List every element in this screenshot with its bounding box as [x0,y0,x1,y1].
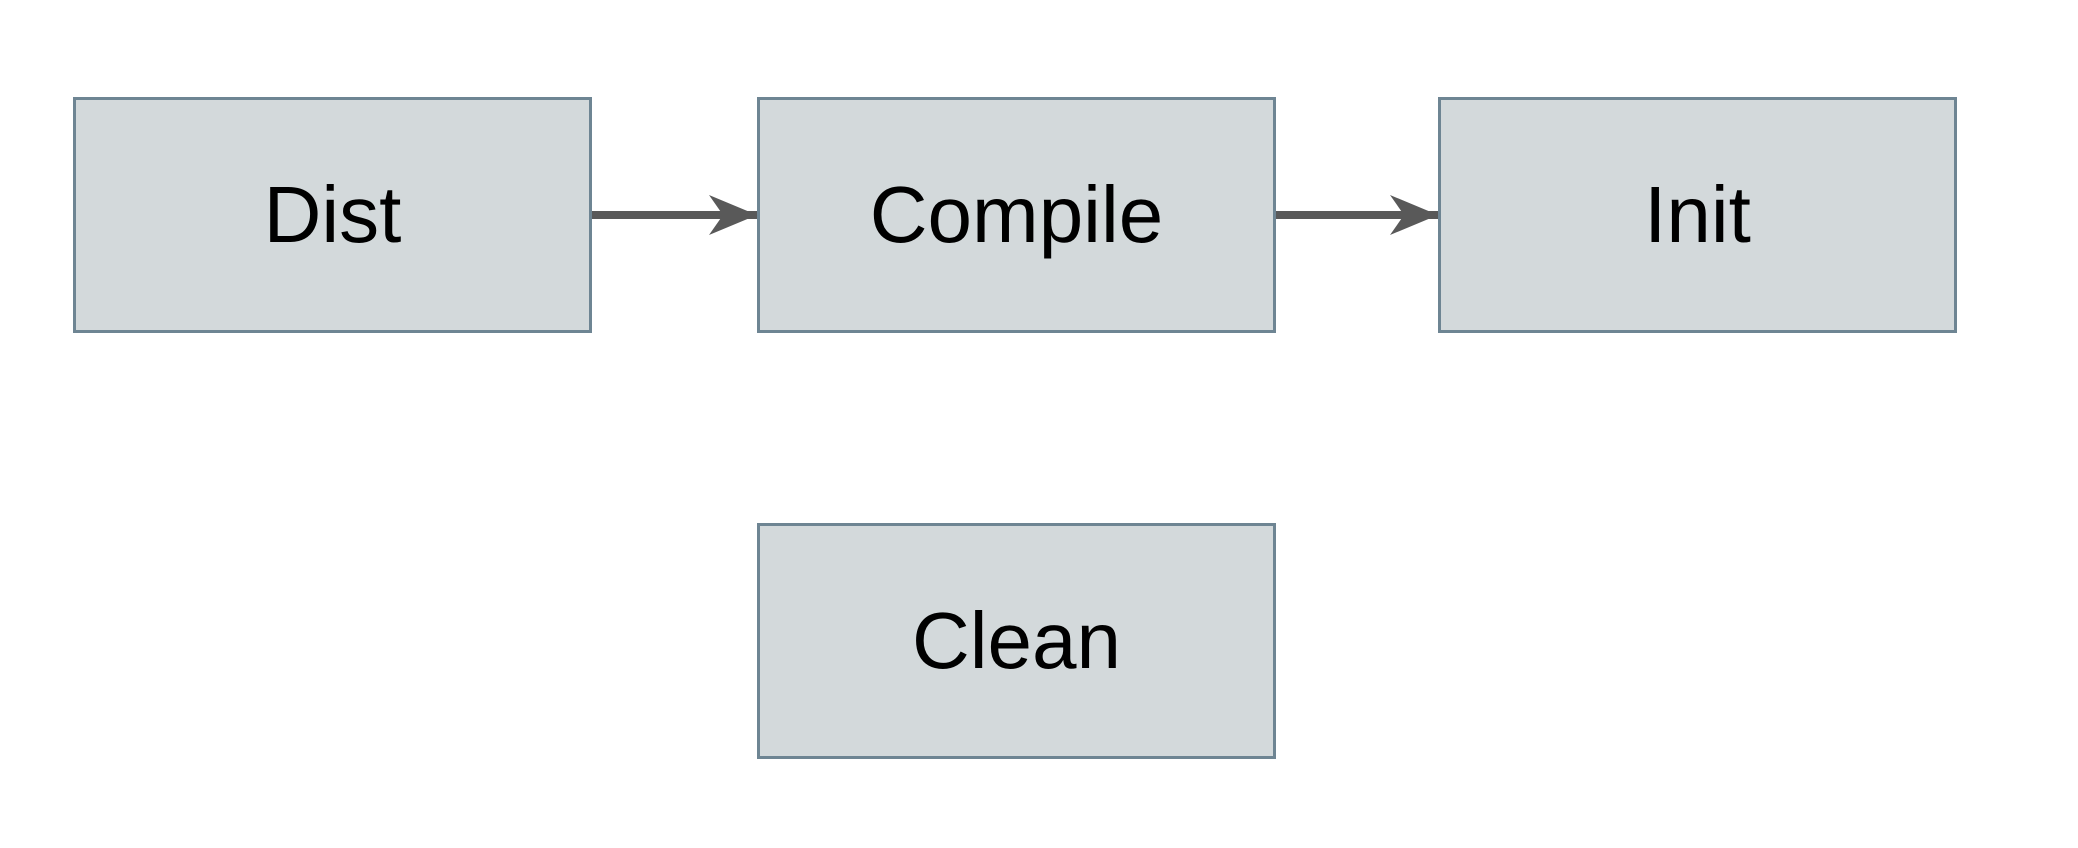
node-dist[interactable]: Dist [73,97,592,333]
node-init-label: Init [1644,170,1751,259]
node-init[interactable]: Init [1438,97,1957,333]
node-compile-label: Compile [869,170,1164,259]
node-clean-label: Clean [911,596,1122,685]
node-compile[interactable]: Compile [757,97,1276,333]
node-clean[interactable]: Clean [757,523,1276,759]
node-dist-label: Dist [263,170,402,259]
